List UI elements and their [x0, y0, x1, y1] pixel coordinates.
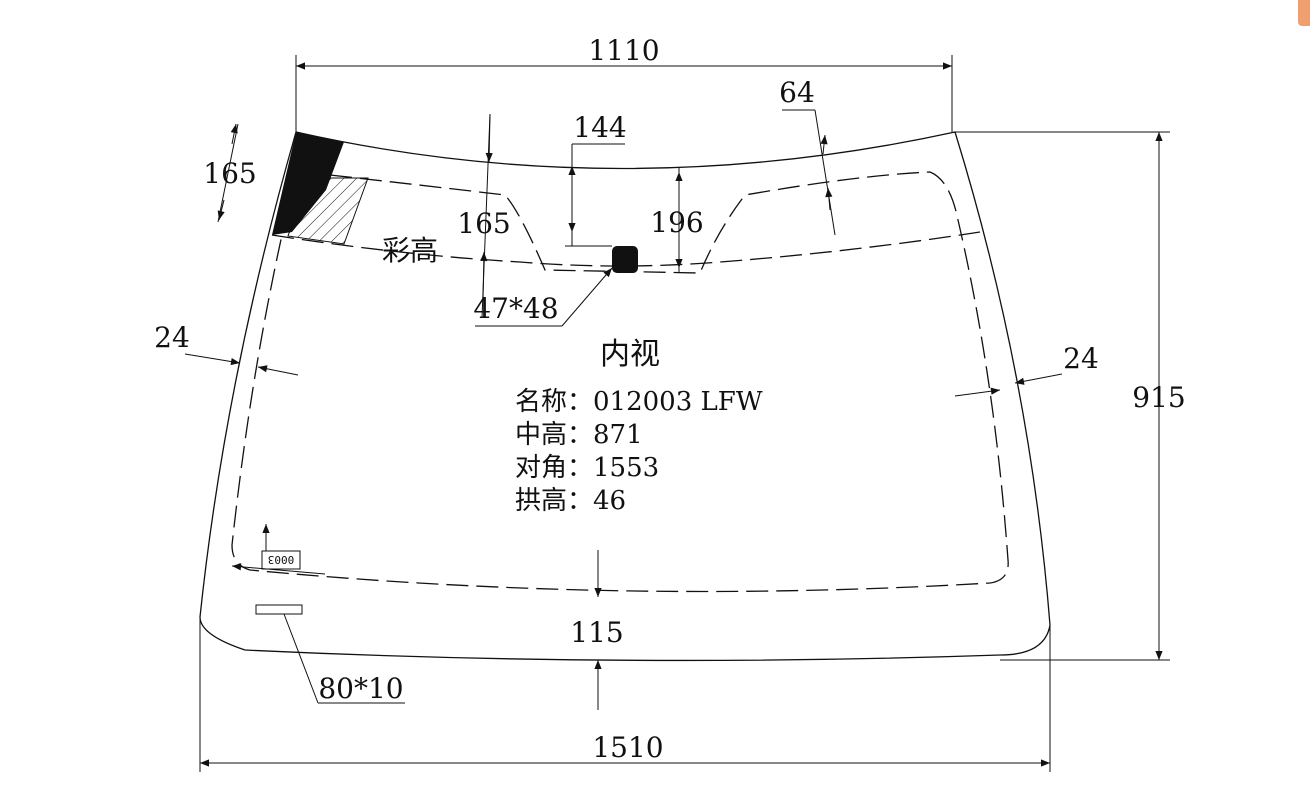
dim-top-width: 1110: [588, 34, 659, 67]
dim-band-center: 165: [457, 207, 510, 240]
dim-band-left: 165: [203, 157, 256, 190]
view-title: 内视: [600, 337, 660, 372]
info-name: 名称：012003 LFW: [515, 387, 763, 417]
dim-bottom-margin: 115: [570, 616, 623, 649]
dim-mirror-height: 196: [650, 206, 703, 239]
dim-side-left: 24: [154, 321, 190, 354]
black-corner-block: [272, 132, 344, 235]
inner-dashed-line: [231, 171, 1009, 593]
glass-outline: [199, 131, 1051, 662]
hatched-area: [287, 177, 369, 245]
dim-bottom-width: 1510: [592, 731, 663, 764]
label-stamp-code: 0003: [268, 553, 295, 566]
tag-rect: [255, 604, 303, 615]
corner-badge: [1298, 0, 1310, 26]
info-diagonal: 对角：1553: [515, 453, 659, 483]
label-color-height: 彩高: [382, 234, 438, 267]
dim-height: 915: [1132, 381, 1185, 414]
info-arch-height: 拱高：46: [515, 486, 626, 516]
dim-mirror-offset: 144: [573, 111, 626, 144]
label-tag-size: 80*10: [318, 672, 403, 705]
sensor-block: [612, 246, 638, 273]
info-center-height: 中高：871: [515, 420, 643, 450]
color-band-line: [271, 231, 981, 267]
dim-side-right: 24: [1063, 342, 1099, 375]
stamp-box: [261, 550, 301, 570]
dim-band-right: 64: [779, 76, 815, 109]
label-sensor-size: 47*48: [473, 292, 558, 325]
